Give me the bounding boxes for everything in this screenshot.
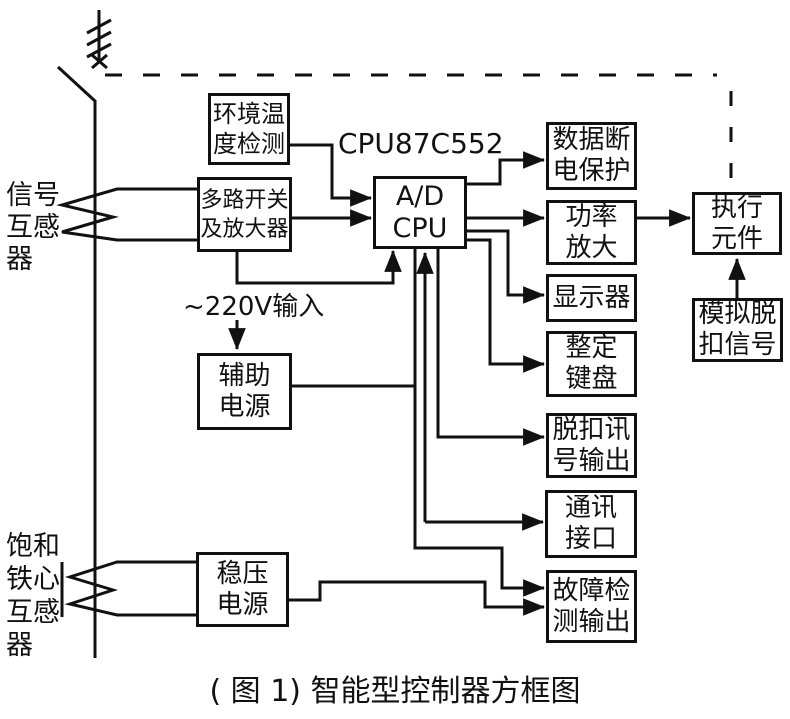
box-text-line: 稳压: [216, 558, 269, 589]
box-text-line: 模拟脱: [698, 299, 777, 329]
label-line: 信号: [6, 180, 60, 211]
box-text-line: 多路开关: [200, 187, 289, 213]
label-line: 互感: [6, 597, 60, 628]
breaker-blade-line: [56, 65, 97, 103]
label-mains-input: ~220V输入: [183, 292, 325, 322]
box-data-power-loss-protection: 数据断 电保护: [546, 122, 637, 190]
box-regulated-power: 稳压 电源: [196, 552, 289, 627]
box-setting-keyboard: 整定 键盘: [546, 331, 637, 397]
wire-cpu-to-keyboard: [467, 238, 546, 373]
box-text-line: 扣信号: [698, 330, 777, 360]
label-line: 饱和: [6, 531, 60, 562]
box-text-line: 电源: [218, 391, 271, 422]
box-text-line: 整定: [565, 333, 618, 363]
box-multiplexer-amplifier: 多路开关 及放大器: [197, 177, 292, 252]
label-cpu-model: CPU87C552: [338, 127, 504, 160]
label-line: 器: [6, 630, 33, 661]
box-text-line: 故障检: [552, 575, 631, 606]
saturated-transformer-symbol: [64, 560, 196, 617]
box-text-line: 执行: [710, 192, 763, 223]
wire-muxamp-loop-to-cpu: [235, 249, 402, 285]
box-text-line: 辅助: [218, 360, 271, 391]
box-text-line: 电保护: [552, 156, 631, 186]
box-display: 显示器: [546, 274, 637, 322]
wire-rail-to-faultdetect: [413, 249, 546, 597]
box-text-line: 元件: [710, 223, 763, 254]
box-trip-signal-output: 脱扣讯 号输出: [546, 413, 637, 478]
box-communication-interface: 通讯 接口: [545, 490, 637, 558]
box-ad-cpu: A/D CPU: [373, 176, 467, 249]
busbar-slashes: [86, 18, 112, 59]
box-power-amplifier: 功率 放大: [546, 200, 637, 265]
box-env-temp-detection: 环境温 度检测: [208, 93, 290, 165]
box-fault-detection-output: 故障检 测输出: [546, 570, 637, 643]
wire-regpower-to-faultdetect: [287, 580, 546, 616]
box-text-line: 测输出: [552, 606, 631, 637]
box-text-line: 显示器: [552, 282, 631, 313]
box-text-line: 号输出: [552, 445, 631, 476]
label-line: 器: [6, 244, 33, 275]
box-aux-power: 辅助 电源: [197, 353, 292, 430]
label-signal-transformer: 信号 互感 器: [6, 180, 64, 276]
box-text-line: 接口: [564, 524, 617, 554]
wire-cpu-to-display: [467, 229, 546, 304]
box-text-line: 及放大器: [200, 216, 289, 242]
box-text-line: 度检测: [213, 130, 285, 158]
label-saturated-core-transformer: 饱和 铁心 互感 器: [6, 530, 64, 662]
box-text-line: 电源: [216, 589, 269, 620]
figure-caption: ( 图 1) 智能型控制器方框图: [209, 674, 581, 709]
label-line: 铁心: [6, 564, 60, 595]
box-simulated-trip-signal: 模拟脱 扣信号: [692, 298, 783, 362]
box-text-line: 脱扣讯: [552, 414, 631, 445]
signal-transformer-symbol: [56, 187, 197, 242]
wire-envtemp-to-cpu: [290, 143, 373, 207]
label-line: 互感: [6, 212, 60, 243]
box-text-line: 数据断: [552, 125, 631, 155]
box-text-line: 功率: [565, 201, 618, 232]
box-text-line: 环境温: [213, 100, 285, 128]
box-text-line: 键盘: [565, 364, 618, 394]
box-actuator: 执行 元件: [692, 192, 782, 255]
wire-cpu-to-dataprotect: [467, 151, 546, 186]
box-text-line: A/D: [395, 180, 445, 212]
breaker-cross-symbol: [91, 53, 108, 70]
box-text-line: CPU: [392, 212, 448, 244]
box-text-line: 放大: [565, 232, 618, 263]
box-text-line: 通讯: [564, 493, 617, 523]
wire-cpu-to-tripout: [436, 249, 546, 446]
